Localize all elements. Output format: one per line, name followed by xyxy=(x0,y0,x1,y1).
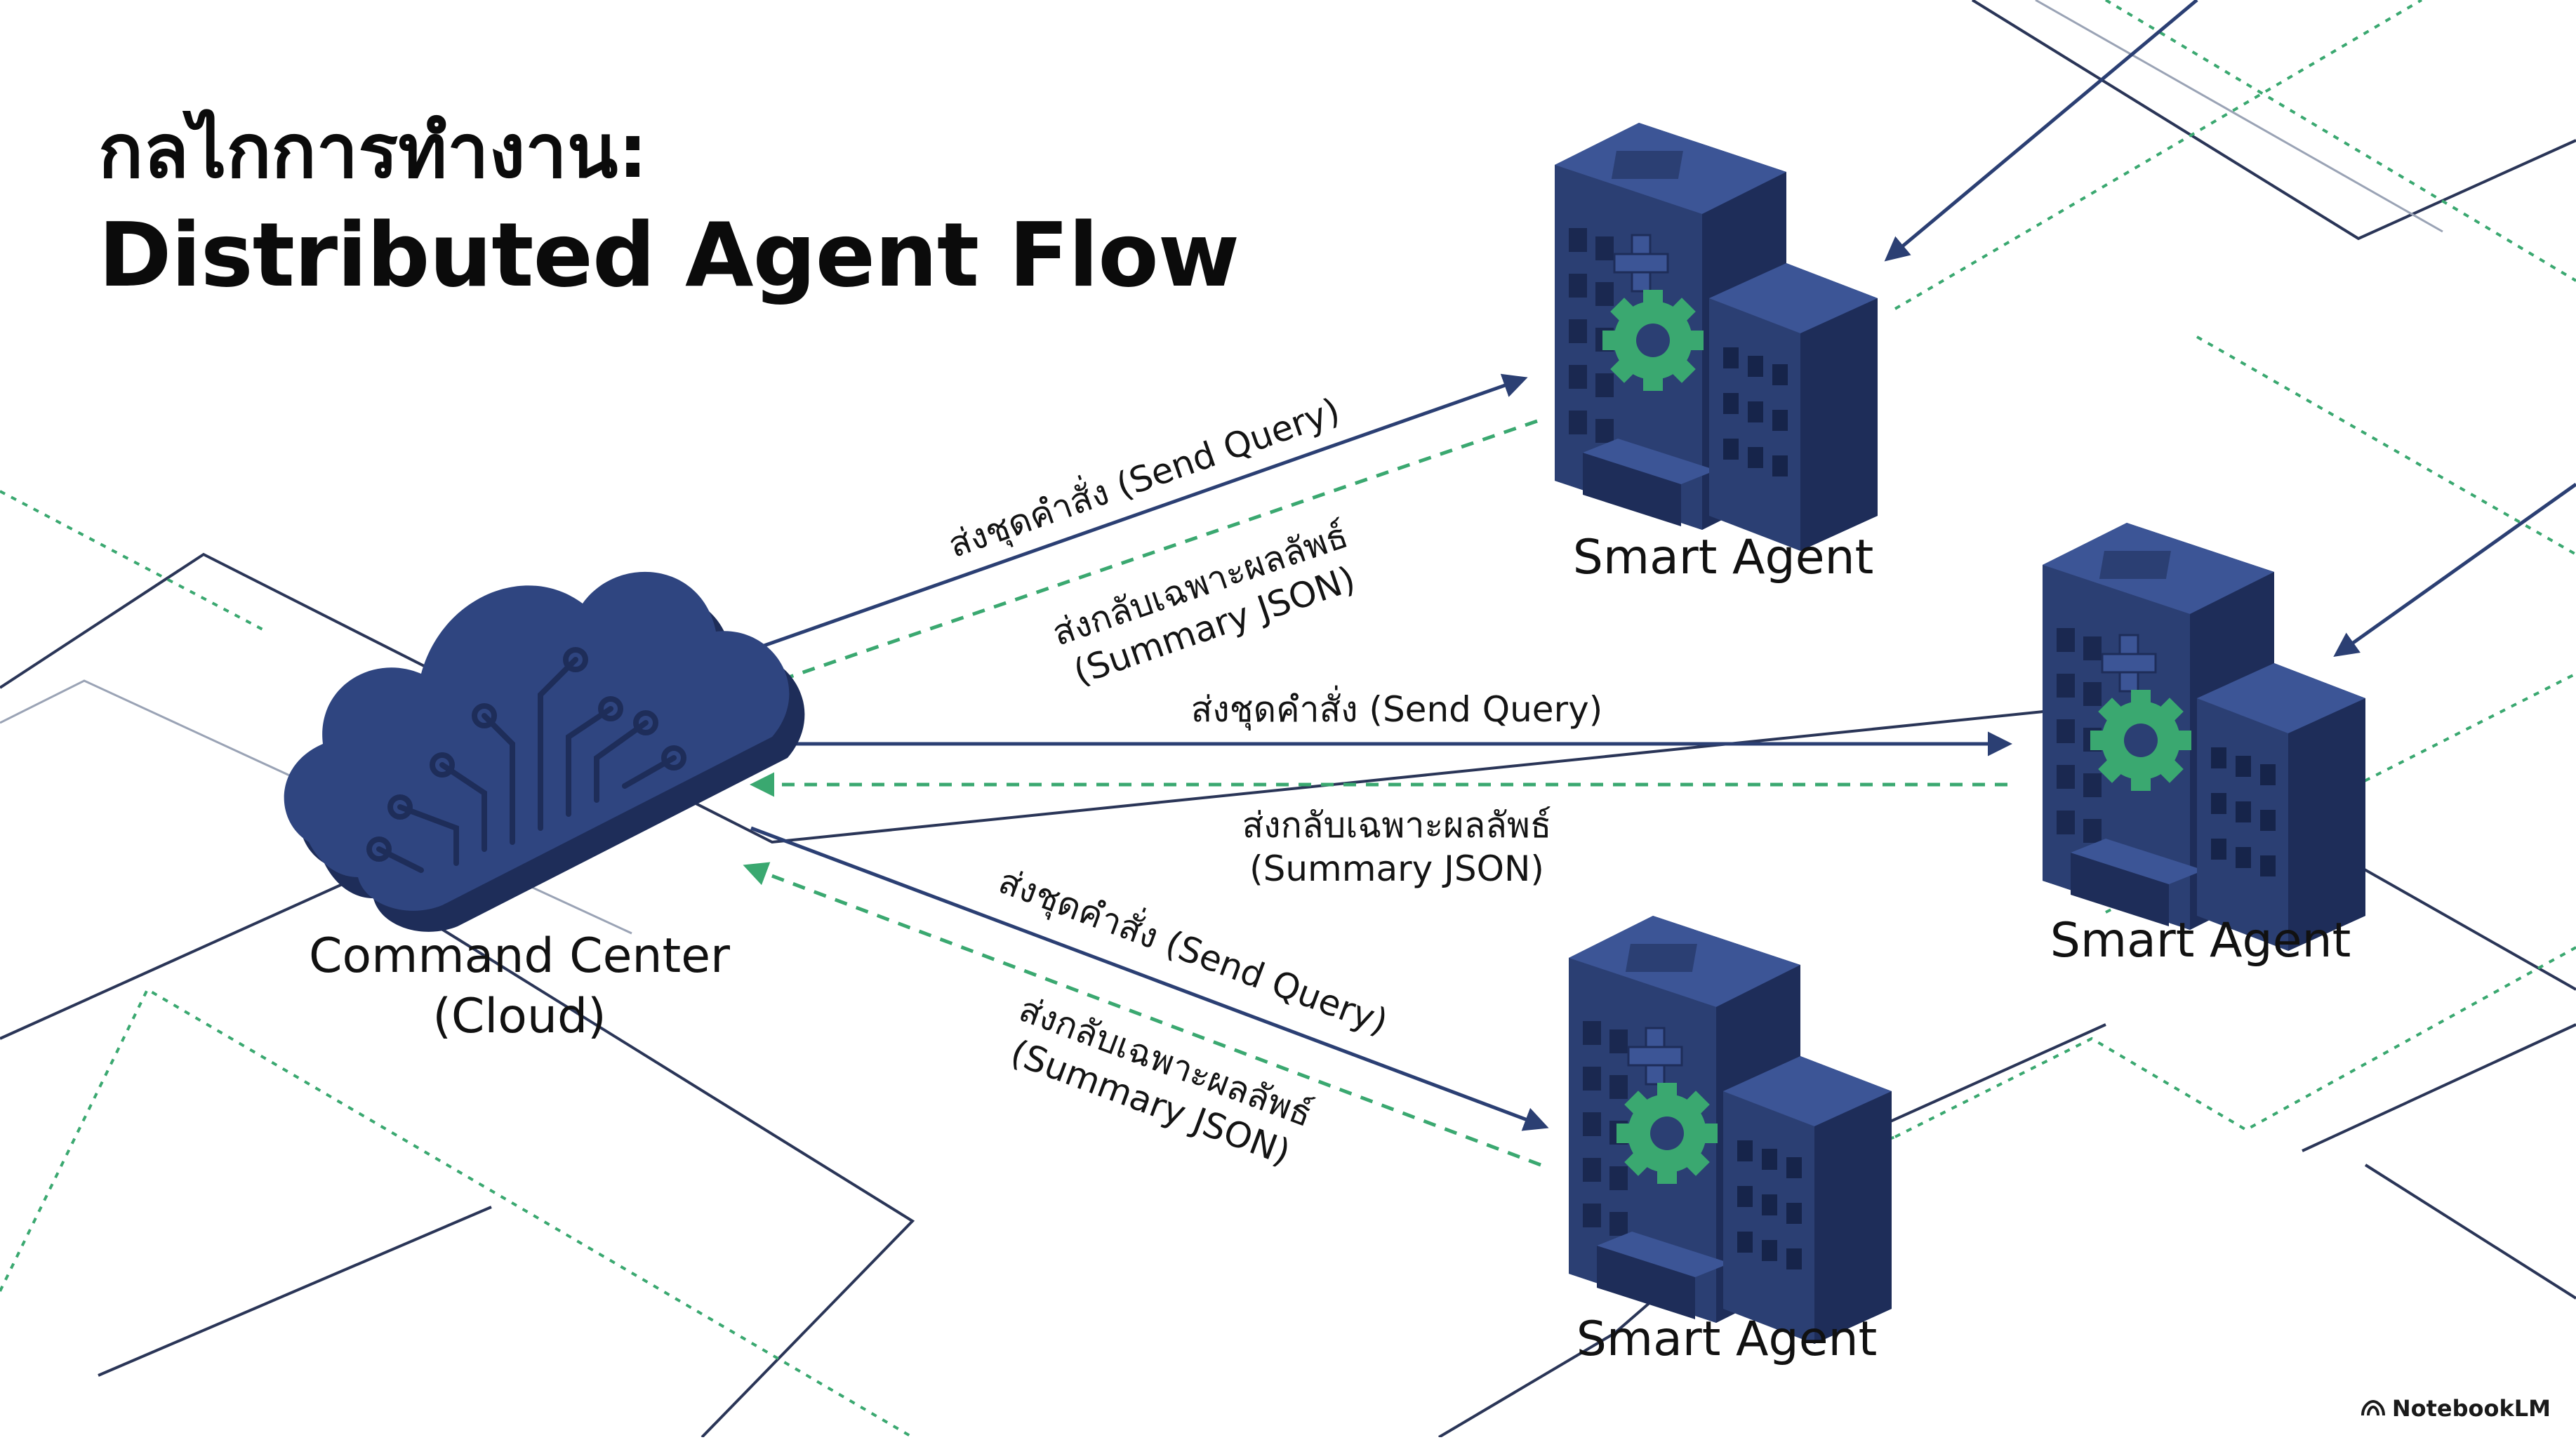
command-center-type: (Cloud) xyxy=(432,989,606,1044)
smart-agent-top-building-icon xyxy=(1553,121,1879,552)
flow-top-return-arrow xyxy=(753,419,1538,693)
page-title-thai: กลไกการทำงาน: xyxy=(98,108,648,194)
flow-bottom-return-arrow xyxy=(743,862,1541,1167)
flow-middle-return-label: ส่งกลับเฉพาะผลลัพธ์ (Summary JSON) xyxy=(1200,804,1593,891)
brand-badge: NotebookLM xyxy=(2361,1395,2551,1422)
flow-middle-return-line1: ส่งกลับเฉพาะผลลัพธ์ xyxy=(1242,805,1552,846)
agent-incoming-links xyxy=(1884,0,2576,658)
flow-middle-return-line2: (Summary JSON) xyxy=(1249,848,1544,889)
smart-agent-middle-label: Smart Agent xyxy=(2050,913,2351,968)
notebooklm-logo-icon xyxy=(2361,1400,2385,1416)
smart-agent-top-label: Smart Agent xyxy=(1572,530,1874,585)
flow-middle-send-label: ส่งชุดคำสั่ง (Send Query) xyxy=(1190,689,1603,730)
command-center-name: Command Center xyxy=(309,928,730,984)
flow-bottom-send-arrow xyxy=(750,826,1549,1131)
brand-label: NotebookLM xyxy=(2391,1395,2551,1422)
smart-agent-bottom-building-icon xyxy=(1567,914,1893,1345)
command-center-label: Command Center (Cloud) xyxy=(309,926,730,1047)
flow-top-send-arrow xyxy=(743,373,1528,655)
smart-agent-bottom-label: Smart Agent xyxy=(1576,1312,1878,1367)
page-title: Distributed Agent Flow xyxy=(98,204,1240,307)
cloud-icon xyxy=(284,571,805,932)
smart-agent-middle-building-icon xyxy=(2041,521,2367,952)
